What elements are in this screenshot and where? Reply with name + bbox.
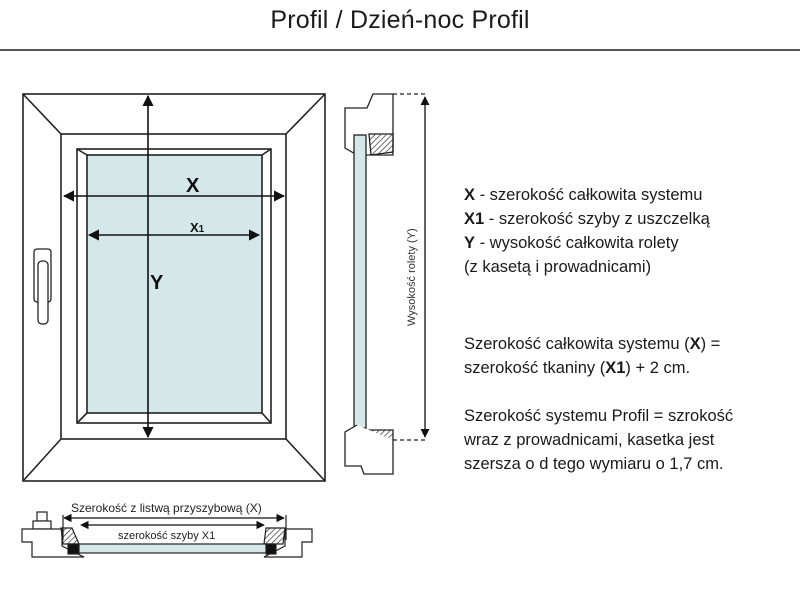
legend-item-y-note: (z kasetą i prowadnicami) xyxy=(464,258,652,276)
label-y: Y xyxy=(150,272,164,294)
dimension-legend: X - szerokość całkowita systemu X1 - sze… xyxy=(464,183,710,279)
label-x: X xyxy=(186,175,200,197)
page-title: Profil / Dzień-noc Profil xyxy=(270,6,530,34)
side-view xyxy=(344,93,430,475)
legend-item-y: Y - wysokość całkowita rolety xyxy=(464,234,679,252)
label-x1: X1 xyxy=(190,220,205,235)
front-view xyxy=(22,93,326,482)
side-height-label: Wysokość rolety (Y) xyxy=(406,228,418,326)
formula-note: Szerokość całkowita systemu (X) = szerok… xyxy=(464,335,721,377)
bottom-view xyxy=(21,511,313,558)
bottom-glass-label: szerokość szyby X1 xyxy=(118,530,215,542)
measurement-notes: Szerokość całkowita systemu (X) = szerok… xyxy=(464,332,764,500)
bottom-outer-label: Szerokość z listwą przyszybową (X) xyxy=(71,501,262,515)
legend-item-x1: X1 - szerokość szyby z uszczelką xyxy=(464,210,710,228)
title-divider xyxy=(0,49,800,51)
profil-note: Szerokość systemu Profil = szrokość wraz… xyxy=(464,407,734,473)
legend-item-x: X - szerokość całkowita systemu xyxy=(464,186,703,204)
